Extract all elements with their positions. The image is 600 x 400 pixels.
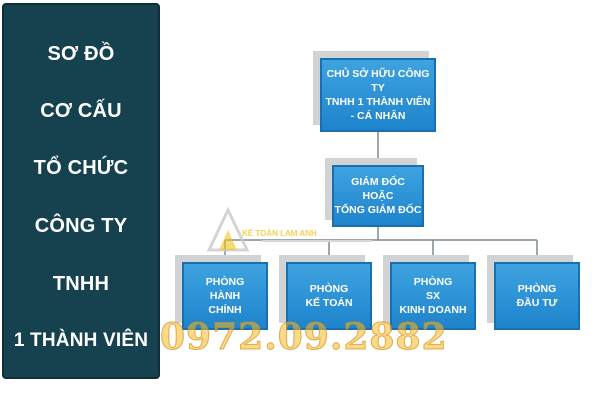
node-text: PHÒNG — [517, 283, 557, 295]
node-text: KẾ TOÁN — [305, 297, 353, 309]
logo-watermark-icon — [206, 206, 250, 252]
title-line: 1 THÀNH VIÊN — [13, 330, 149, 351]
node-dept-accounting: PHÒNG KẾ TOÁN — [286, 262, 372, 330]
node-text: PHÒNG — [205, 276, 245, 288]
node-dept-admin: PHÒNG HÀNH CHÍNH — [182, 262, 268, 330]
node-text: ĐẦU TƯ — [516, 297, 558, 309]
node-text: KINH DOANH — [399, 304, 467, 316]
node-text: HÀNH — [209, 290, 241, 302]
title-line: TỔ CHỨC — [33, 157, 129, 179]
node-director: GIÁM ĐỐC HOẶC TỔNG GIÁM ĐỐC — [332, 165, 424, 227]
title-line: CƠ CẤU — [40, 100, 122, 122]
node-text: PHÒNG — [413, 276, 453, 288]
watermark-tagline — [262, 240, 372, 242]
node-text: - CÁ NHÂN — [350, 110, 406, 122]
title-line: SƠ ĐỒ — [47, 43, 115, 65]
node-text: TNHH 1 THÀNH VIÊN — [325, 96, 431, 108]
node-dept-investment: PHÒNG ĐẦU TƯ — [494, 262, 580, 330]
node-text: TỔNG GIÁM ĐỐC — [334, 204, 422, 216]
node-text: PHÒNG — [309, 283, 349, 295]
node-text: HOẶC — [362, 190, 394, 202]
node-text: CHÍNH — [208, 304, 242, 316]
node-owner: CHỦ SỞ HỮU CÔNG TY TNHH 1 THÀNH VIÊN - C… — [320, 58, 436, 132]
title-line: CÔNG TY — [34, 215, 128, 237]
watermark-phone: 0972.09.2882 — [160, 316, 448, 359]
node-text: CHỦ SỞ HỮU CÔNG TY — [326, 68, 430, 94]
node-dept-production: PHÒNG SX KINH DOANH — [390, 262, 476, 330]
title-panel: SƠ ĐỒ CƠ CẤU TỔ CHỨC CÔNG TY TNHH 1 THÀN… — [2, 3, 160, 379]
title-line: TNHH — [52, 273, 110, 295]
node-text: GIÁM ĐỐC — [351, 176, 405, 188]
watermark-brand: KẾ TOÁN LAM ANH — [242, 229, 317, 238]
node-text: SX — [425, 290, 440, 302]
